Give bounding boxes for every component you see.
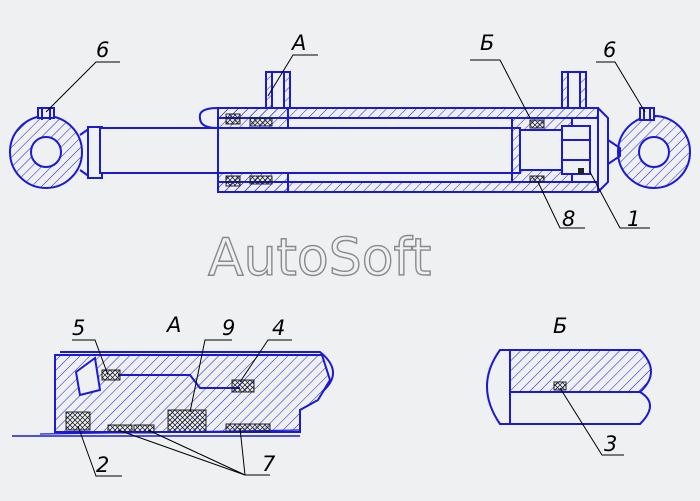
leader-lines-detail-a bbox=[72, 339, 292, 477]
right-eye bbox=[617, 107, 691, 189]
label-5: 5 bbox=[72, 316, 85, 340]
label-6-left: 6 bbox=[96, 38, 109, 62]
left-eye bbox=[9, 107, 83, 189]
label-6-right: 6 bbox=[603, 38, 616, 62]
watermark-text: AutoSoft bbox=[208, 228, 431, 288]
label-3: 3 bbox=[604, 432, 617, 456]
label-7: 7 bbox=[262, 452, 276, 476]
label-2: 2 bbox=[96, 453, 109, 477]
detail-a-view bbox=[12, 351, 334, 437]
label-9: 9 bbox=[222, 316, 235, 340]
label-4: 4 bbox=[272, 316, 285, 340]
label-1: 1 bbox=[627, 207, 640, 231]
label-a-top: А bbox=[290, 31, 306, 55]
piston-rod bbox=[99, 127, 521, 174]
leader-lines-detail-b bbox=[559, 387, 624, 456]
label-b-detail: Б bbox=[553, 314, 567, 338]
label-b-top: Б bbox=[480, 31, 494, 55]
leader-lines-main bbox=[45, 54, 650, 229]
detail-b-view bbox=[486, 349, 652, 425]
main-assembly-view bbox=[9, 71, 691, 193]
label-8: 8 bbox=[562, 207, 575, 231]
label-a-detail: А bbox=[165, 313, 181, 337]
